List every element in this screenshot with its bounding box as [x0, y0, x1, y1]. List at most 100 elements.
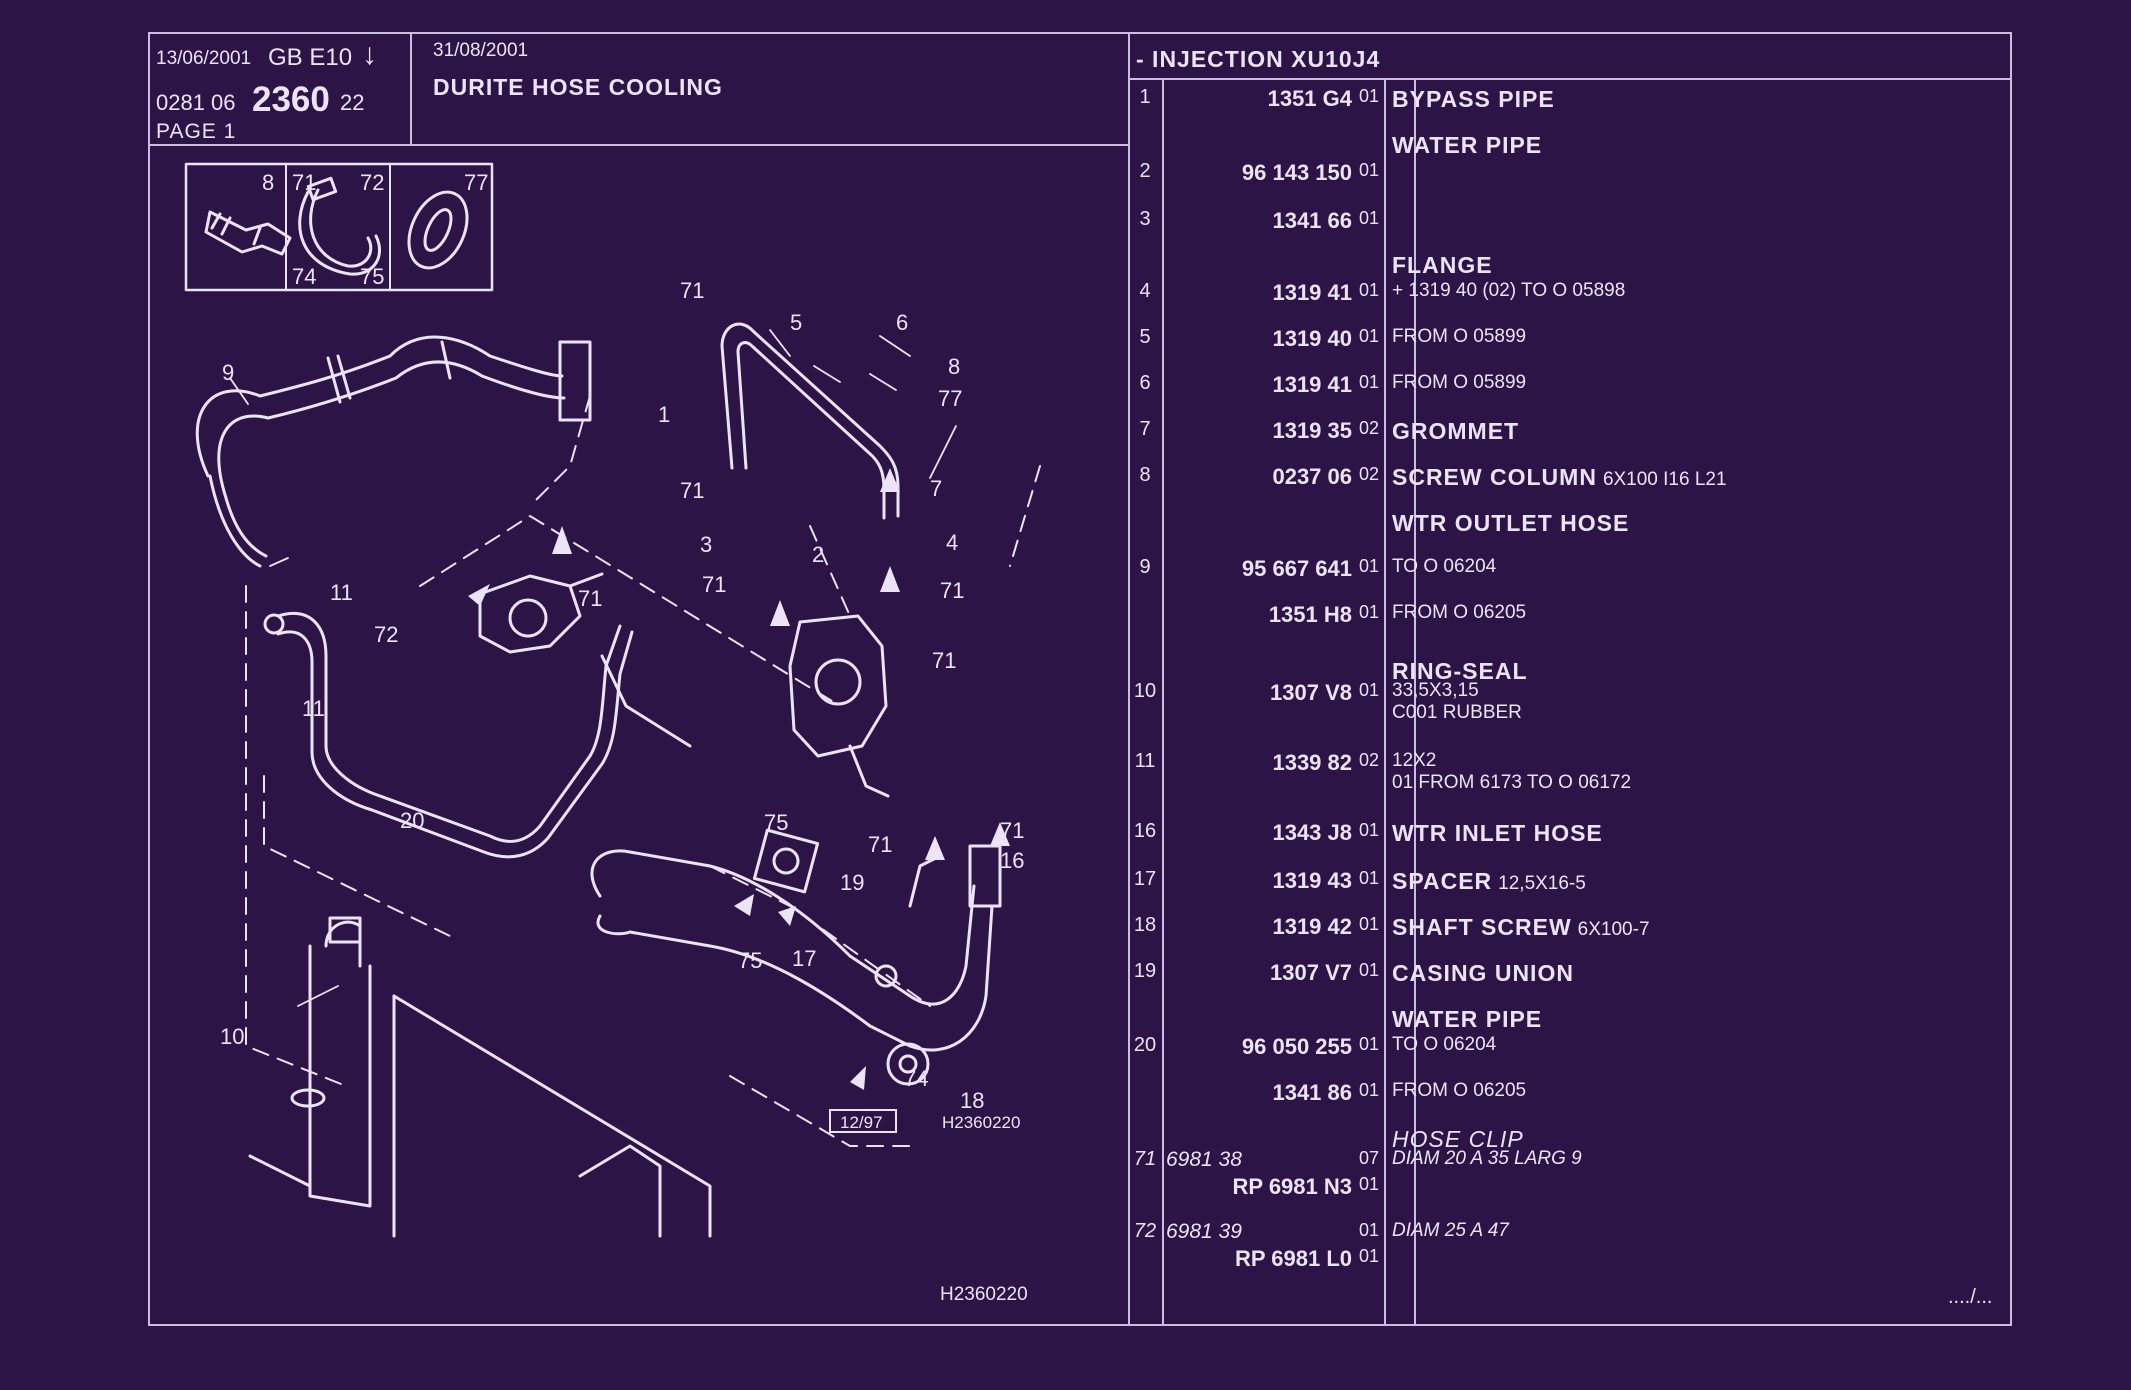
description-text: FLANGE — [1392, 252, 1493, 278]
part-note: TO O 06204 — [1392, 556, 1497, 577]
part-note: FROM O 06205 — [1392, 1080, 1527, 1101]
callout-label: 18 — [960, 1088, 984, 1113]
part-reference: 1319 40 — [1272, 326, 1352, 351]
inset-box — [184, 162, 494, 292]
header-divider — [410, 34, 412, 146]
quantity: 01 — [1358, 326, 1380, 346]
part-note: TO O 06204 — [1392, 1034, 1497, 1055]
inset-label: 75 — [360, 264, 384, 289]
inset-label: 77 — [464, 170, 488, 195]
callout-label: 17 — [792, 946, 816, 971]
description-text: CASING UNION — [1392, 960, 1574, 986]
description-text: WTR OUTLET HOSE — [1392, 510, 1630, 536]
part-note: C001 RUBBER — [1392, 702, 1522, 723]
col-ref-divider — [1384, 80, 1386, 1324]
callout-label: 71 — [868, 832, 892, 857]
part-reference: 1341 66 — [1272, 208, 1352, 233]
callout-label: 77 — [938, 386, 962, 411]
clip-75 — [752, 828, 820, 894]
line-number: 4 — [1139, 280, 1151, 302]
callout-label: 71 — [680, 478, 704, 503]
callout-label: 71 — [578, 586, 602, 611]
part-reference: RP 6981 L0 — [1234, 1246, 1352, 1271]
part-description: GROMMET — [1392, 418, 1519, 445]
line-number: 20 — [1133, 1034, 1157, 1056]
callout-label: 72 — [374, 622, 398, 647]
drawing-code: H2360220 — [940, 1284, 1028, 1305]
quantity: 01 — [1358, 602, 1380, 622]
part-reference: 1351 G4 — [1267, 86, 1352, 111]
inset-label: 74 — [292, 264, 316, 289]
line-number: 7 — [1139, 418, 1151, 440]
part-reference: 95 667 641 — [1241, 556, 1352, 581]
part-description: WTR OUTLET HOSE — [1392, 510, 1629, 537]
inset-hose-clip-icon — [298, 176, 382, 276]
part-spec: 6X100-7 — [1577, 919, 1650, 940]
part-note: 01 FROM 6173 TO O 06172 — [1392, 772, 1632, 793]
thermostat-housing — [478, 572, 604, 654]
quantity: 01 — [1358, 1246, 1380, 1266]
part-reference: 0237 06 — [1272, 464, 1352, 489]
quantity: 02 — [1358, 750, 1380, 770]
description-text: WTR INLET HOSE — [1392, 820, 1603, 846]
description-text: SPACER — [1392, 868, 1493, 894]
callout-label: 1 — [658, 402, 670, 427]
line-number: 11 — [1134, 750, 1156, 772]
part-description: RING-SEAL — [1392, 658, 1528, 685]
callout-label: 75 — [764, 810, 788, 835]
quantity: 01 — [1358, 86, 1380, 106]
part-reference: 1341 86 — [1272, 1080, 1352, 1105]
inset-label: 72 — [360, 170, 384, 195]
outlet-hose-9 — [195, 335, 592, 568]
callout-label: 71 — [702, 572, 726, 597]
description-text: HOSE CLIP — [1392, 1126, 1524, 1152]
callout-label: 10 — [220, 1024, 244, 1049]
callout-label: 8 — [948, 354, 960, 379]
print-date: 13/06/2001 — [156, 48, 252, 69]
callout-label: 71 — [680, 278, 704, 303]
quantity: 01 — [1358, 820, 1380, 840]
callout-label: 20 — [400, 808, 424, 833]
part-spec: 12,5X16-5 — [1498, 873, 1586, 894]
line-number: 6 — [1139, 372, 1151, 394]
description-text: WATER PIPE — [1392, 132, 1543, 158]
ref-prefix: 0281 06 — [156, 90, 236, 115]
inset-washer-icon — [407, 190, 469, 270]
part-reference: 1319 41 — [1272, 280, 1352, 305]
section-title-rule — [1130, 78, 2010, 80]
callout-label: 19 — [840, 870, 864, 895]
callout-label: 75 — [738, 948, 762, 973]
quantity: 01 — [1358, 1080, 1380, 1100]
callout-label: 7 — [930, 476, 942, 501]
line-number: 3 — [1139, 208, 1151, 230]
part-note: FROM O 05899 — [1392, 372, 1527, 393]
line-number: 17 — [1133, 868, 1157, 890]
alt-reference: 6981 39 — [1166, 1220, 1242, 1243]
line-number: 18 — [1133, 914, 1157, 936]
quantity: 02 — [1358, 418, 1380, 438]
line-number: 2 — [1139, 160, 1151, 182]
revision-label: 12/97 — [840, 1113, 883, 1132]
quantity: 01 — [1358, 280, 1380, 300]
section-title: - INJECTION XU10J4 — [1136, 46, 1381, 72]
drawing-code-small: H2360220 — [942, 1113, 1020, 1132]
quantity: 01 — [1358, 372, 1380, 392]
continued-marker: ..../... — [1948, 1286, 1993, 1308]
header-bottom-rule — [150, 144, 1130, 146]
part-reference: 96 143 150 — [1241, 160, 1352, 185]
part-reference: 1319 41 — [1272, 372, 1352, 397]
callout-label: 71 — [1000, 818, 1024, 843]
arrow-down-icon: ↓ — [362, 38, 377, 71]
diagram-table-divider — [1128, 34, 1130, 1324]
callout-label: 4 — [946, 530, 958, 555]
quantity: 01 — [1358, 1174, 1380, 1194]
callout-label: 9 — [222, 360, 234, 385]
revision-box — [829, 1109, 897, 1133]
inset-screw-icon — [204, 210, 292, 256]
line-number: 9 — [1139, 556, 1151, 578]
part-note: DIAM 20 A 35 LARG 9 — [1392, 1148, 1582, 1169]
part-description: BYPASS PIPE — [1392, 86, 1555, 113]
page-title: DURITE HOSE COOLING — [433, 74, 723, 100]
